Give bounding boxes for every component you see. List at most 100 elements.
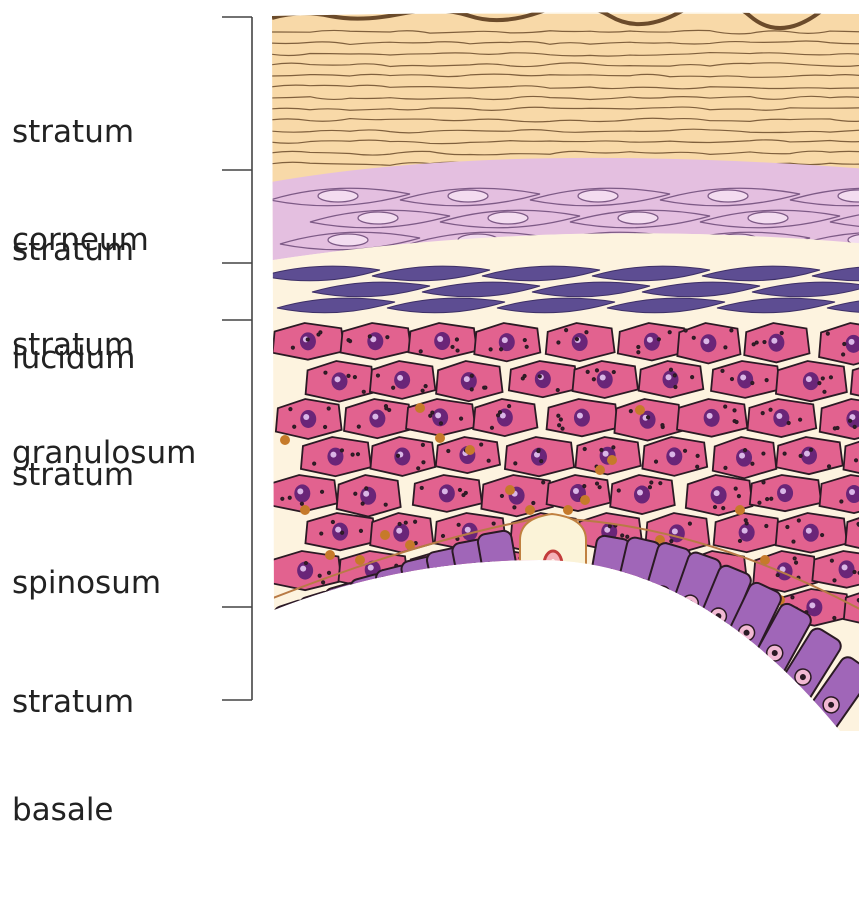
- nucleolus: [297, 488, 303, 494]
- granule: [734, 487, 736, 489]
- melanin-granule: [325, 550, 335, 560]
- granule: [744, 449, 746, 451]
- granule: [351, 619, 353, 621]
- granule: [696, 455, 698, 457]
- granule: [540, 460, 542, 462]
- granule: [674, 386, 676, 388]
- nucleolus: [600, 374, 606, 380]
- nucleolus: [573, 488, 579, 494]
- granule: [855, 459, 857, 461]
- nucleolus: [335, 527, 341, 533]
- lucidum-nucleus: [448, 190, 488, 202]
- granule: [539, 375, 541, 377]
- granule: [821, 534, 823, 536]
- granule: [426, 574, 428, 576]
- granule: [421, 487, 423, 489]
- granule: [471, 388, 473, 390]
- nucleolus: [842, 564, 848, 570]
- basale-cell-body: [323, 581, 377, 663]
- melanin-granule: [595, 465, 605, 475]
- granule: [738, 495, 740, 497]
- granule: [670, 369, 672, 371]
- granule: [405, 521, 407, 523]
- granule: [647, 416, 649, 418]
- granule: [596, 369, 598, 371]
- granule: [459, 489, 461, 491]
- granule: [456, 615, 458, 617]
- spinosum-nucleus: [504, 562, 520, 580]
- granule: [424, 385, 426, 387]
- label-line: stratum: [12, 327, 196, 363]
- granule: [413, 615, 415, 617]
- granule: [722, 507, 724, 509]
- lucidum-nucleus: [708, 190, 748, 202]
- nucleolus: [742, 528, 748, 534]
- granule: [765, 379, 767, 381]
- tissue-section: [260, 0, 859, 731]
- granule: [762, 412, 764, 414]
- granule: [418, 577, 420, 579]
- basale-nucleolus: [602, 583, 609, 590]
- granule: [691, 376, 693, 378]
- granule: [714, 506, 716, 508]
- granule: [659, 482, 661, 484]
- granule: [696, 466, 698, 468]
- granule: [763, 341, 765, 343]
- nucleolus: [396, 528, 402, 534]
- basale-nucleolus: [658, 590, 665, 597]
- granule: [320, 532, 322, 534]
- granule: [831, 559, 833, 561]
- label-line: basale: [12, 792, 134, 828]
- granule: [730, 329, 732, 331]
- granule: [417, 467, 419, 469]
- granule: [492, 522, 494, 524]
- granule: [557, 415, 559, 417]
- granule: [421, 389, 423, 391]
- nucleolus: [771, 338, 777, 344]
- granule: [598, 486, 600, 488]
- nucleolus: [435, 412, 441, 418]
- granule: [489, 348, 491, 350]
- nucleolus: [780, 488, 786, 494]
- basale-nucleus: [418, 598, 437, 617]
- granule: [781, 332, 783, 334]
- granule: [392, 387, 394, 389]
- granule: [674, 374, 676, 376]
- granule: [510, 566, 512, 568]
- granule: [735, 421, 737, 423]
- nucleolus: [804, 451, 810, 457]
- granule: [459, 601, 461, 603]
- granule: [471, 375, 473, 377]
- granule: [751, 382, 753, 384]
- basale-nucleolus: [424, 604, 431, 611]
- granule: [791, 596, 793, 598]
- granule: [745, 519, 747, 521]
- basale-nucleolus: [325, 639, 332, 646]
- granule: [731, 378, 733, 380]
- basale-nucleus: [294, 641, 314, 661]
- granule: [596, 482, 598, 484]
- granule: [456, 538, 458, 540]
- basale-nucleus: [368, 616, 388, 636]
- basale-nucleolus: [399, 613, 406, 620]
- nucleolus: [442, 488, 448, 494]
- label-line: stratum: [12, 457, 161, 493]
- nucleolus: [368, 565, 374, 571]
- nucleolus: [806, 376, 812, 382]
- granule: [289, 497, 291, 499]
- granule: [322, 581, 324, 583]
- basale-nucleolus: [374, 622, 381, 629]
- granule: [560, 418, 562, 420]
- basale-nucleolus: [300, 648, 308, 656]
- granule: [525, 346, 527, 348]
- melanin-granule: [505, 485, 515, 495]
- nucleolus: [437, 336, 443, 342]
- lucidum-nucleus: [748, 212, 788, 224]
- nucleolus: [703, 338, 709, 344]
- granule: [341, 532, 343, 534]
- granule: [561, 427, 563, 429]
- nucleolus: [849, 489, 855, 495]
- granule: [397, 455, 399, 457]
- granule: [363, 391, 365, 393]
- granule: [447, 450, 449, 452]
